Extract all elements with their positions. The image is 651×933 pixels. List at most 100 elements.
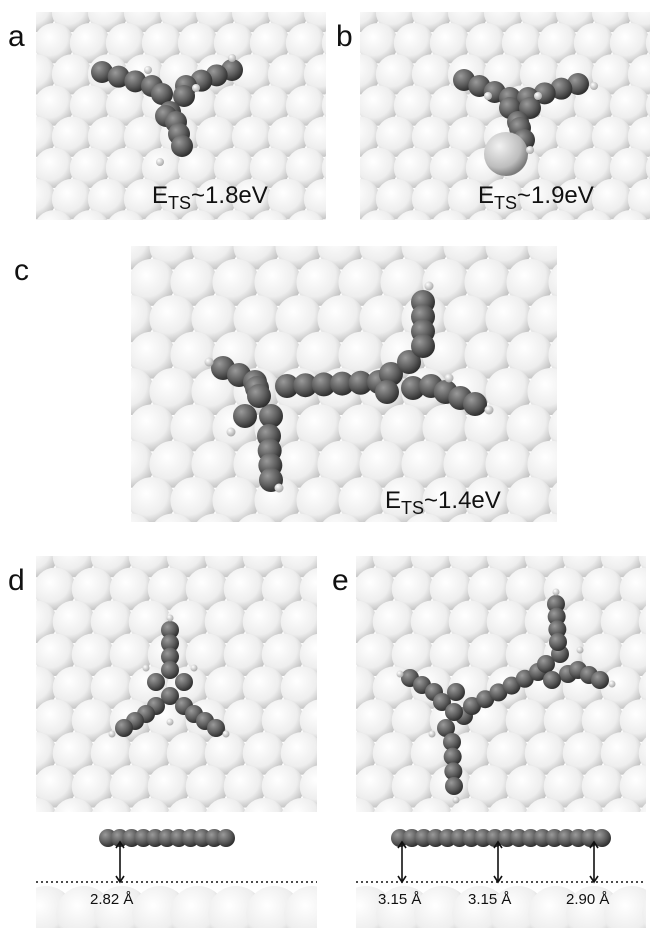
surface-atom	[483, 178, 525, 220]
surface-atom	[391, 633, 435, 677]
surface-atom	[581, 567, 625, 611]
surface-atom	[356, 556, 378, 578]
surface-atom	[90, 666, 134, 709]
surface-atom	[141, 23, 183, 64]
surface-atom	[581, 633, 625, 677]
surface-atom	[638, 671, 646, 704]
hydrogen-atom	[222, 730, 230, 738]
surface-atom	[285, 147, 326, 189]
panel-e-top-view	[356, 556, 646, 812]
surface-atom	[204, 600, 248, 644]
surface-atom	[252, 210, 288, 220]
carbon-atom	[115, 719, 133, 737]
surface-atom	[149, 295, 197, 343]
arrow-head	[397, 840, 407, 849]
surface-atom	[374, 797, 414, 812]
hydrogen-atom	[534, 92, 542, 100]
surface-atom	[109, 633, 153, 677]
surface-atom	[609, 147, 650, 189]
surface-atom	[249, 85, 291, 126]
carbon-atom	[293, 373, 318, 398]
surface-atom	[299, 699, 317, 742]
surface-atom	[356, 732, 378, 775]
surface-atom	[338, 477, 386, 522]
surface-atom	[87, 116, 129, 157]
surface-atom	[51, 54, 93, 95]
panel-e-letter: e	[332, 564, 349, 597]
surface-atom	[609, 85, 650, 126]
panel-b-letter: b	[336, 20, 353, 53]
surface-atom	[410, 732, 454, 775]
surface-atom	[71, 567, 115, 611]
surface-atom	[429, 567, 473, 611]
surface-atom	[360, 85, 399, 126]
surface-atom	[543, 699, 587, 742]
adatom	[484, 132, 528, 176]
surface-atom	[562, 600, 606, 644]
hydrogen-atom	[192, 84, 200, 92]
surface-atom	[36, 732, 58, 775]
surface-atom	[465, 23, 507, 64]
carbon-atom	[151, 83, 173, 105]
surface-atom	[602, 797, 642, 812]
surface-atom	[128, 732, 172, 775]
surface-atom	[375, 116, 417, 157]
surface-atom	[321, 93, 326, 118]
carbon-atom	[444, 762, 463, 781]
panel-e-distance-label-1: 3.15 Å	[378, 891, 422, 908]
arrow-head	[493, 840, 503, 849]
surface-atom	[411, 116, 453, 157]
carbon-atom	[161, 687, 179, 705]
surface-atom	[299, 633, 317, 676]
surface-atom	[464, 258, 512, 306]
surface-atom	[526, 797, 566, 812]
surface-atom	[356, 600, 378, 644]
surface-atom	[486, 600, 530, 644]
surface-atom	[338, 258, 386, 306]
surface-atom	[506, 404, 554, 452]
arrow-head	[115, 840, 125, 849]
surface-atom	[504, 210, 540, 220]
arrow-head	[589, 875, 599, 884]
surface-atom	[36, 699, 77, 742]
surface-atom	[638, 605, 646, 638]
surface-atom	[448, 513, 486, 522]
surface-atom	[109, 567, 153, 611]
surface-atom	[36, 116, 57, 157]
surface-atom	[464, 477, 512, 522]
carbon-atom	[548, 620, 567, 639]
surface-atom	[299, 568, 317, 610]
surface-atom	[321, 155, 326, 181]
panel-a-letter: a	[8, 20, 25, 53]
surface-atom	[591, 178, 633, 220]
surface-atom	[372, 732, 416, 775]
surface-atom	[284, 886, 317, 928]
panel-d-side-figure	[36, 829, 317, 928]
surface-atom	[87, 178, 129, 220]
surface-atom	[429, 147, 471, 189]
carbon-atom	[91, 61, 113, 83]
surface-atom	[600, 600, 644, 644]
surface-atom	[249, 147, 291, 189]
surface-atom	[296, 331, 344, 379]
surface-atom	[36, 797, 56, 812]
surface-atom	[604, 886, 646, 928]
surface-atom	[191, 367, 239, 416]
carbon-atom	[379, 362, 403, 386]
surface-atom	[131, 440, 155, 488]
surface-atom	[573, 23, 615, 64]
surface-atom	[380, 477, 428, 522]
panel-e-distance-label-2: 3.15 Å	[468, 891, 512, 908]
surface-atom	[147, 765, 191, 808]
carbon-atom	[433, 693, 451, 711]
surface-atom	[619, 633, 646, 676]
panel-b-figure	[360, 12, 650, 220]
surface-atom	[393, 147, 435, 189]
surface-atom	[422, 404, 470, 452]
surface-atom	[591, 116, 633, 157]
surface-atom	[627, 12, 650, 33]
surface-atom	[105, 85, 147, 126]
surface-atom	[131, 404, 176, 452]
carbon-atom	[171, 135, 193, 157]
carbon-atom	[147, 673, 165, 691]
